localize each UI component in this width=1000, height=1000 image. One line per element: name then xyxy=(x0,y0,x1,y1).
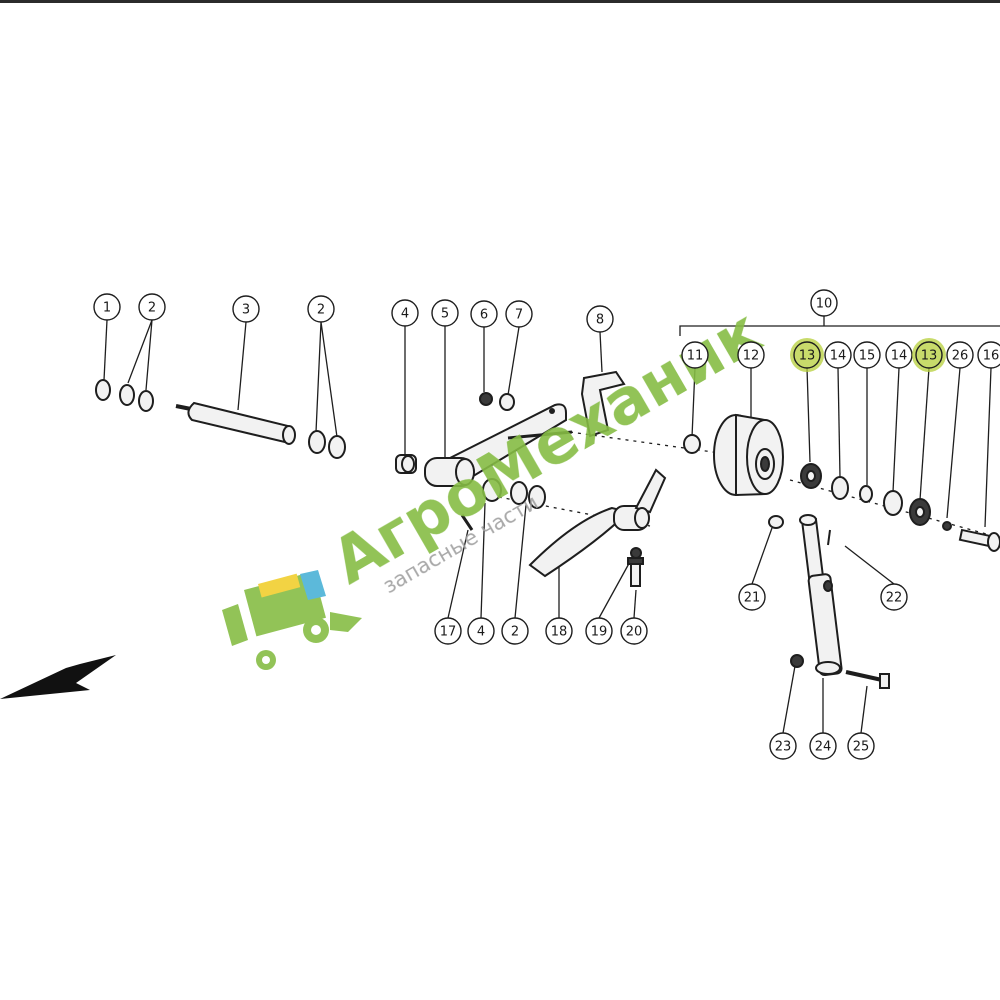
part-washers-left xyxy=(95,379,154,412)
part-pin xyxy=(460,514,474,531)
leader-lines xyxy=(103,316,1000,734)
callout-c23: 23 xyxy=(769,732,797,760)
part-lower-washers xyxy=(482,478,546,509)
part-bolt-and-nut xyxy=(627,547,644,587)
part-bracket xyxy=(580,370,626,438)
callout-c16: 16 xyxy=(977,341,1000,369)
callout-label: 16 xyxy=(983,349,1000,364)
callout-label: 11 xyxy=(687,349,704,364)
callout-label: 21 xyxy=(744,591,761,606)
part-tension-arm xyxy=(528,468,667,578)
callout-label: 12 xyxy=(743,349,760,364)
combine-harvester-icon xyxy=(222,570,362,670)
part-shaft xyxy=(175,401,296,445)
callout-label: 2 xyxy=(148,301,156,316)
callout-c4b: 4 xyxy=(467,617,495,645)
callout-c18: 18 xyxy=(545,617,573,645)
callout-label: 7 xyxy=(515,308,523,323)
top-border-line xyxy=(0,0,1000,3)
callout-c24: 24 xyxy=(809,732,837,760)
callout-label: 13 xyxy=(921,349,938,364)
part-pulley xyxy=(713,413,784,497)
callout-label: 25 xyxy=(853,740,870,755)
callout-label: 14 xyxy=(830,349,847,364)
callout-c20: 20 xyxy=(620,617,648,645)
callout-c21: 21 xyxy=(738,583,766,611)
callout-label: 1 xyxy=(103,301,111,316)
callout-c6: 6 xyxy=(470,300,498,328)
callout-label: 19 xyxy=(591,625,608,640)
callout-label: 17 xyxy=(440,625,457,640)
callout-label: 26 xyxy=(952,349,969,364)
callout-c4a: 4 xyxy=(391,299,419,327)
callout-label: 10 xyxy=(816,297,833,312)
callout-label: 2 xyxy=(511,625,519,640)
assembly-axes xyxy=(482,431,991,536)
callout-c2c: 2 xyxy=(501,617,529,645)
callout-label: 8 xyxy=(596,313,604,328)
part-spacer xyxy=(683,434,701,454)
callout-c12: 12 xyxy=(737,341,765,369)
callout-label: 14 xyxy=(891,349,908,364)
callout-c22: 22 xyxy=(880,583,908,611)
callout-label: 15 xyxy=(859,349,876,364)
callout-label: 18 xyxy=(551,625,568,640)
callout-label: 4 xyxy=(401,307,409,322)
callout-c5: 5 xyxy=(431,299,459,327)
direction-arrow-icon xyxy=(0,655,116,699)
callout-c3: 3 xyxy=(232,295,260,323)
callout-label: 23 xyxy=(775,740,792,755)
callout-c13a: 13 xyxy=(790,338,824,372)
callouts: 1 2 3 2 4 5 6 7 8 10 11 12 13 14 15 14 1… xyxy=(93,289,1000,760)
callout-c26: 26 xyxy=(946,341,974,369)
part-bushing xyxy=(395,454,417,474)
part-nut-and-washer xyxy=(479,392,515,411)
callout-label: 22 xyxy=(886,591,903,606)
callout-label: 2 xyxy=(317,303,325,318)
part-washer-and-cotter xyxy=(768,515,831,546)
callout-c8: 8 xyxy=(586,305,614,333)
callout-c2b: 2 xyxy=(307,295,335,323)
callout-label: 24 xyxy=(815,740,832,755)
callout-label: 5 xyxy=(441,307,449,322)
callout-c19: 19 xyxy=(585,617,613,645)
part-spring-strut xyxy=(799,514,843,677)
part-bearing-set xyxy=(800,463,952,531)
callout-c11: 11 xyxy=(681,341,709,369)
callout-c14b: 14 xyxy=(885,341,913,369)
part-nut-and-bolt-lower xyxy=(790,654,890,689)
callout-c10: 10 xyxy=(810,289,838,317)
callout-c25: 25 xyxy=(847,732,875,760)
callout-label: 13 xyxy=(799,349,816,364)
callout-c17: 17 xyxy=(434,617,462,645)
callout-c13b: 13 xyxy=(912,338,946,372)
callout-label: 20 xyxy=(626,625,643,640)
part-lever-arm xyxy=(424,403,573,487)
callout-c15: 15 xyxy=(853,341,881,369)
callout-c1: 1 xyxy=(93,293,121,321)
callout-label: 4 xyxy=(477,625,485,640)
callout-c7: 7 xyxy=(505,300,533,328)
callout-label: 3 xyxy=(242,303,250,318)
callout-c14a: 14 xyxy=(824,341,852,369)
callout-c2a: 2 xyxy=(138,293,166,321)
part-bolt xyxy=(958,528,1000,552)
part-washers-pair xyxy=(308,430,346,459)
callout-label: 6 xyxy=(480,308,488,323)
